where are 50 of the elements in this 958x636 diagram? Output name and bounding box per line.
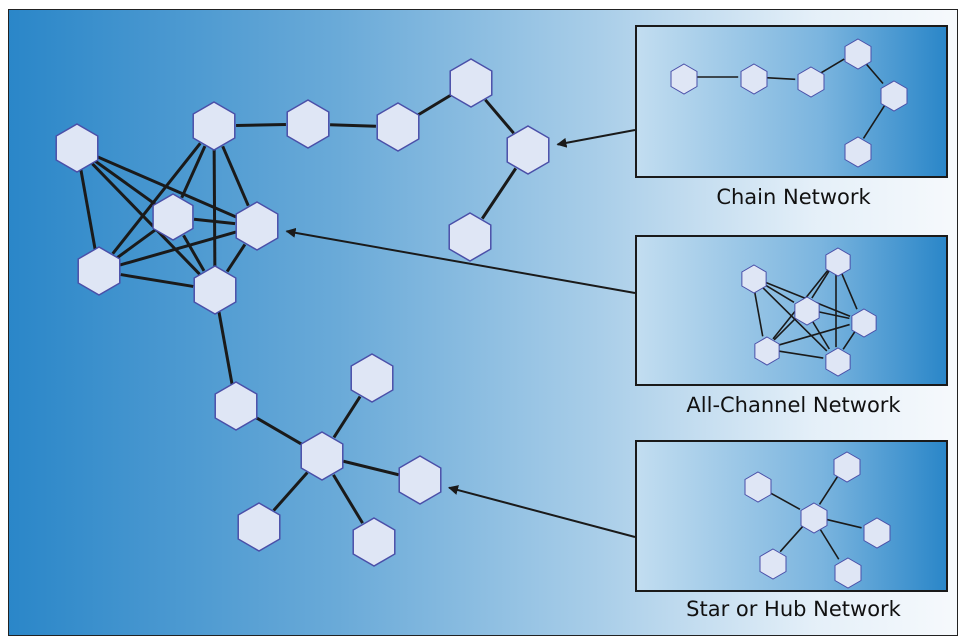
connector-line (760, 285, 828, 352)
connector-line (780, 526, 804, 552)
connector-line (254, 416, 304, 446)
connector-line (825, 518, 862, 529)
connector-line (840, 272, 858, 310)
connector-line (182, 234, 206, 272)
panel-caption: Star or Hub Network (686, 597, 901, 621)
connector-line (343, 460, 399, 476)
connector-line (221, 146, 250, 206)
connector-line (94, 160, 157, 206)
connector-line (766, 76, 796, 80)
connector-line (820, 58, 845, 74)
connector-line (236, 122, 286, 128)
connector-line (91, 162, 201, 276)
connector-line (330, 123, 376, 128)
connector-line (818, 476, 838, 505)
connector-line (777, 324, 850, 346)
connector-line (180, 146, 206, 198)
connector-line (96, 155, 238, 219)
connector-line (226, 244, 246, 272)
panel-caption: All-Channel Network (686, 393, 901, 417)
connector-line (864, 62, 884, 84)
connector-line (217, 311, 234, 385)
connector-line (811, 270, 830, 299)
connector-line (862, 105, 886, 139)
connector-line (332, 396, 362, 438)
connector-line (116, 228, 157, 260)
connector-line (79, 169, 97, 250)
connector-line (416, 93, 453, 117)
arrow (286, 228, 636, 294)
connector-line (484, 98, 515, 134)
connector-line (835, 272, 837, 348)
panel-caption: Chain Network (716, 185, 871, 209)
connector-line (817, 310, 850, 320)
arrow (556, 129, 636, 148)
connector-line (842, 331, 856, 350)
connector-line (120, 273, 194, 288)
connector-line (818, 527, 840, 560)
connector-line (272, 472, 308, 512)
connector-line (112, 142, 202, 255)
connector-line (212, 148, 216, 268)
connector-line (696, 76, 738, 78)
connector-line (811, 320, 830, 350)
connector-line (332, 474, 364, 524)
connector-line (778, 350, 824, 359)
connector-line (120, 230, 236, 266)
connector-line (774, 318, 796, 340)
connector-line (481, 168, 517, 220)
connector-line (194, 218, 236, 226)
arrow (448, 485, 636, 538)
